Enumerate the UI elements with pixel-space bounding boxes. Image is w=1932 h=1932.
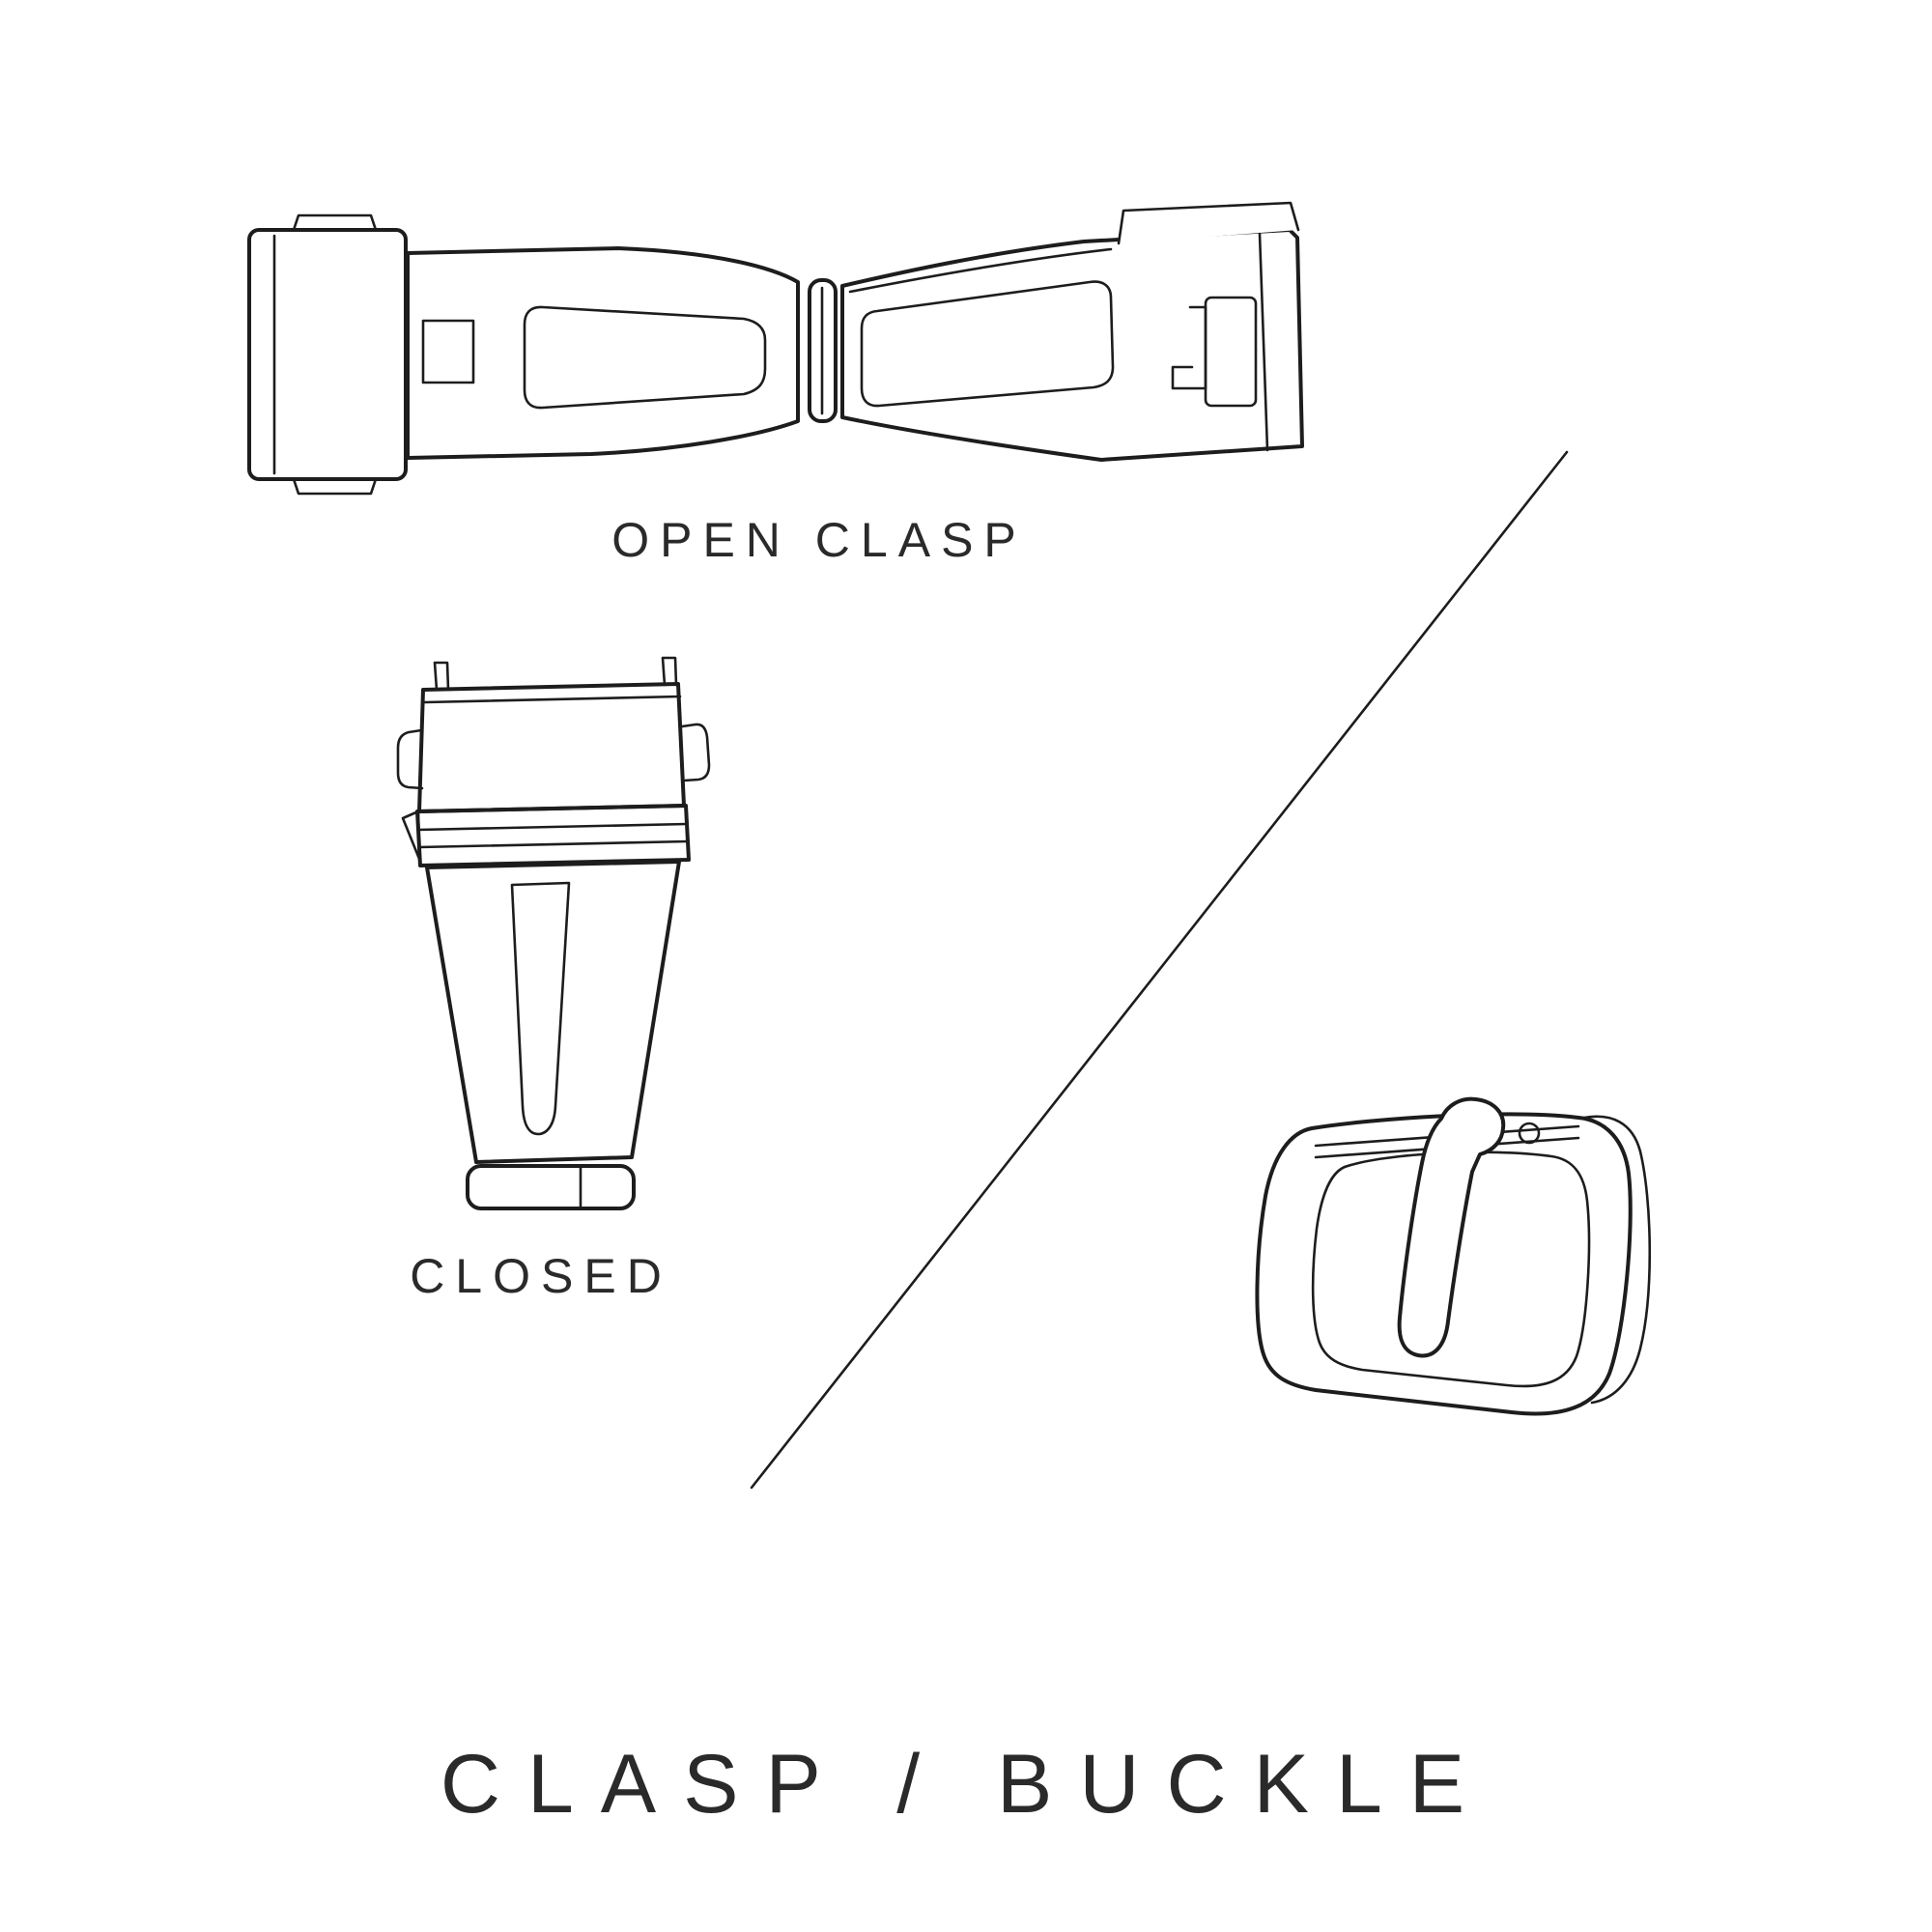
closed-clasp-illustration (396, 656, 711, 1210)
closed-clasp-caption: CLOSED (410, 1249, 672, 1303)
open-clasp-illustration (247, 201, 1304, 496)
divider-line (750, 450, 1569, 1490)
page-title: CLASP / BUCKLE (440, 1738, 1492, 1831)
open-clasp-caption: OPEN CLASP (611, 513, 1027, 567)
buckle-illustration (1255, 1096, 1652, 1416)
